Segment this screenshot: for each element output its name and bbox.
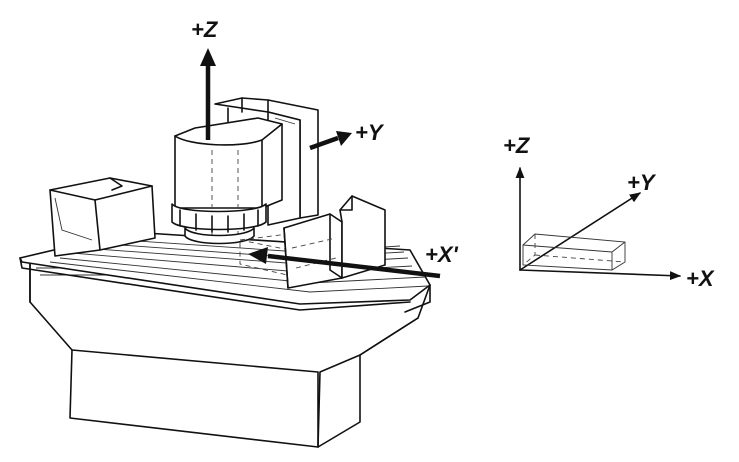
triad-z-label: +Z [503,133,531,158]
y-axis-label: +Y [355,120,385,145]
x-prime-axis-arrow [248,247,441,279]
triad-block [522,233,626,271]
triad-y-axis [519,192,641,271]
left-fixture [49,177,156,257]
triad-x-axis [519,269,682,281]
x-prime-axis-label: +X' [425,242,459,267]
triad-y-label: +Y [627,170,657,195]
z-axis-arrow [200,48,216,140]
tool-holder [171,203,267,245]
y-axis-arrow [309,131,352,151]
vertical-milling-machine: +Z +Y +X' [19,17,459,448]
z-axis-label: +Z [191,17,219,42]
triad-x-label: +X [686,266,715,291]
reference-coordinate-system: +Z +Y +X [503,133,715,291]
